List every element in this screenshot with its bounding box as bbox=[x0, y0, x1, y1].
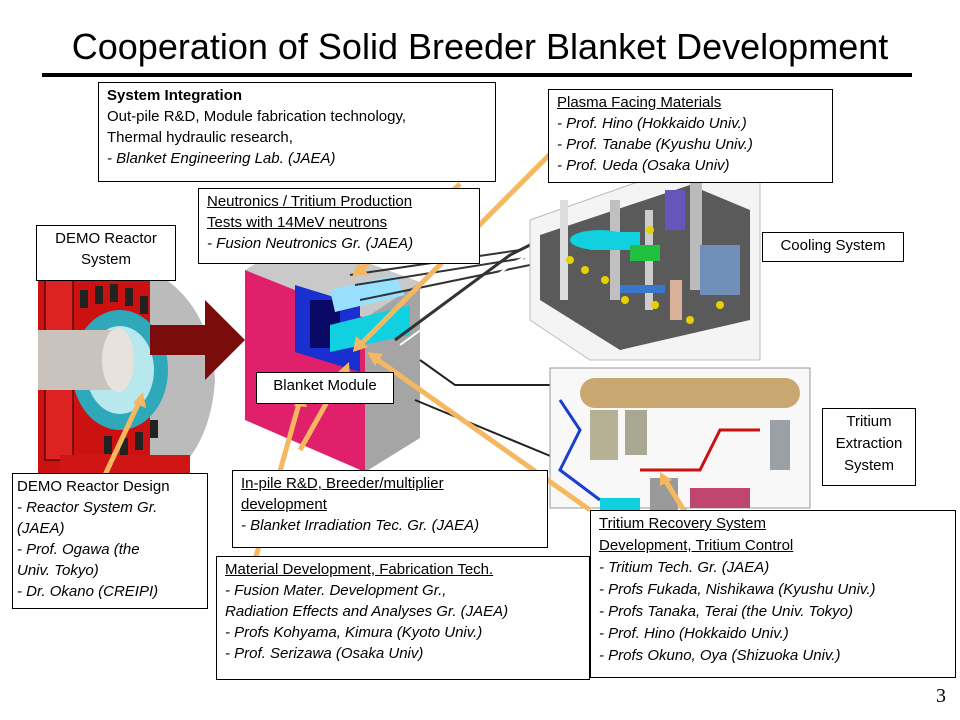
neutronics-line1: Neutronics / Tritium Production bbox=[207, 193, 413, 210]
tritium-extraction-box: Tritium Extraction System bbox=[822, 408, 916, 486]
page-number: 3 bbox=[936, 685, 946, 707]
demo-reactor-system-line2: System bbox=[80, 251, 131, 268]
title-underline bbox=[42, 73, 912, 77]
cooling-system-box: Cooling System bbox=[762, 232, 904, 262]
tritium-recovery-box: Tritium Recovery System Development, Tri… bbox=[590, 510, 956, 678]
in-pile-box: In-pile R&D, Breeder/multiplier developm… bbox=[232, 470, 548, 548]
tritium-extraction-line1: Tritium bbox=[846, 413, 892, 430]
plasma-facing-line3: - Prof. Ueda (Osaka Univ) bbox=[557, 157, 730, 174]
demo-reactor-illustration bbox=[38, 268, 215, 490]
demo-reactor-system-box: DEMO Reactor System bbox=[36, 225, 176, 281]
material-dev-heading: Material Development, Fabrication Tech. bbox=[225, 561, 494, 578]
plasma-facing-line1: - Prof. Hino (Hokkaido Univ.) bbox=[557, 115, 747, 132]
system-integration-heading: System Integration bbox=[107, 87, 243, 104]
plasma-facing-line2: - Prof. Tanabe (Kyushu Univ.) bbox=[557, 136, 753, 153]
tritium-extraction-line3: System bbox=[843, 457, 894, 474]
material-dev-line4: - Prof. Serizawa (Osaka Univ) bbox=[225, 645, 424, 662]
in-pile-line2: development bbox=[241, 496, 327, 513]
in-pile-line1: In-pile R&D, Breeder/multiplier bbox=[241, 475, 444, 492]
demo-reactor-system-line1: DEMO Reactor bbox=[55, 230, 157, 247]
system-integration-line3: - Blanket Engineering Lab. (JAEA) bbox=[107, 150, 336, 167]
slide-title: Cooperation of Solid Breeder Blanket Dev… bbox=[71, 26, 889, 67]
system-integration-line1: Out-pile R&D, Module fabrication technol… bbox=[107, 108, 407, 125]
demo-design-line5: - Dr. Okano (CREIPI) bbox=[17, 583, 159, 600]
material-dev-line1: - Fusion Mater. Development Gr., bbox=[225, 582, 447, 599]
plasma-facing-heading: Plasma Facing Materials bbox=[557, 94, 722, 111]
orange-arrowheads bbox=[133, 262, 672, 486]
material-dev-line3: - Profs Kohyama, Kimura (Kyoto Univ.) bbox=[225, 624, 483, 641]
tritium-recovery-line2: - Profs Fukada, Nishikawa (Kyushu Univ.) bbox=[599, 581, 876, 598]
neutronics-line2: Tests with 14MeV neutrons bbox=[207, 214, 388, 231]
system-integration-box: System Integration Out-pile R&D, Module … bbox=[98, 82, 496, 182]
tritium-recovery-line5: - Profs Okuno, Oya (Shizuoka Univ.) bbox=[599, 647, 841, 664]
neutronics-box: Neutronics / Tritium Production Tests wi… bbox=[198, 188, 480, 264]
demo-design-heading: DEMO Reactor Design bbox=[17, 478, 170, 495]
blanket-module-box: Blanket Module bbox=[256, 372, 394, 404]
tritium-recovery-heading2: Development, Tritium Control bbox=[599, 537, 794, 554]
tritium-recovery-line4: - Prof. Hino (Hokkaido Univ.) bbox=[599, 625, 789, 642]
material-dev-line2: Radiation Effects and Analyses Gr. (JAEA… bbox=[225, 603, 509, 620]
plasma-facing-box: Plasma Facing Materials - Prof. Hino (Ho… bbox=[548, 89, 833, 183]
tritium-recovery-line3: - Profs Tanaka, Terai (the Univ. Tokyo) bbox=[599, 603, 854, 620]
cooling-system-label: Cooling System bbox=[780, 237, 886, 254]
neutronics-line3: - Fusion Neutronics Gr. (JAEA) bbox=[207, 235, 414, 252]
blanket-module-label: Blanket Module bbox=[273, 377, 377, 394]
demo-design-line2: (JAEA) bbox=[17, 520, 65, 537]
tritium-extraction-line2: Extraction bbox=[835, 435, 903, 452]
big-arrow bbox=[150, 300, 245, 380]
demo-design-line3: - Prof. Ogawa (the bbox=[17, 541, 140, 558]
cooling-system-illustration bbox=[529, 159, 761, 361]
in-pile-line3: - Blanket Irradiation Tec. Gr. (JAEA) bbox=[241, 517, 480, 534]
demo-design-box: DEMO Reactor Design - Reactor System Gr.… bbox=[12, 473, 208, 609]
tritium-recovery-line1: - Tritium Tech. Gr. (JAEA) bbox=[599, 559, 770, 576]
demo-design-line4: Univ. Tokyo) bbox=[17, 562, 99, 579]
tritium-system-illustration bbox=[549, 367, 811, 510]
demo-design-line1: - Reactor System Gr. bbox=[17, 499, 158, 516]
system-integration-line2: Thermal hydraulic research, bbox=[107, 129, 293, 146]
material-dev-box: Material Development, Fabrication Tech. … bbox=[216, 556, 590, 680]
tritium-recovery-heading1: Tritium Recovery System bbox=[599, 515, 766, 532]
